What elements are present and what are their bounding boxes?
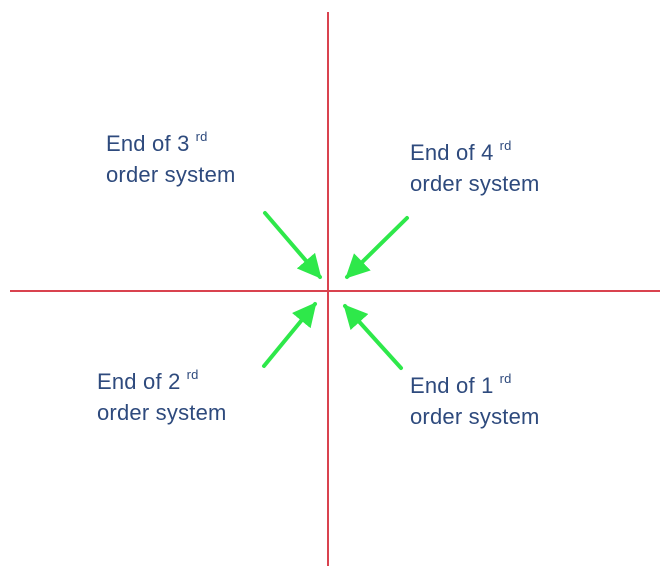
arrow-third-order [263,211,322,279]
label-first-order-sup: rd [499,371,512,386]
label-second-order-line1: End of 2 rd [97,366,227,397]
arrow-second-order [262,302,317,368]
label-first-order: End of 1 rd order system [410,370,540,432]
label-first-order-line2: order system [410,404,540,429]
label-third-order-prefix: End of 3 [106,131,190,156]
label-fourth-order: End of 4 rd order system [410,137,540,199]
label-second-order-prefix: End of 2 [97,369,181,394]
label-fourth-order-sup: rd [499,138,512,153]
label-third-order-line2: order system [106,162,236,187]
arrow-first-order [343,304,403,370]
label-fourth-order-line1: End of 4 rd [410,137,540,168]
label-second-order: End of 2 rd order system [97,366,227,428]
label-second-order-sup: rd [186,367,199,382]
label-first-order-prefix: End of 1 [410,373,494,398]
label-third-order: End of 3 rd order system [106,128,236,190]
label-third-order-line1: End of 3 rd [106,128,236,159]
label-third-order-sup: rd [195,129,208,144]
label-first-order-line1: End of 1 rd [410,370,540,401]
label-second-order-line2: order system [97,400,227,425]
arrow-fourth-order [345,216,409,279]
label-fourth-order-line2: order system [410,171,540,196]
label-fourth-order-prefix: End of 4 [410,140,494,165]
